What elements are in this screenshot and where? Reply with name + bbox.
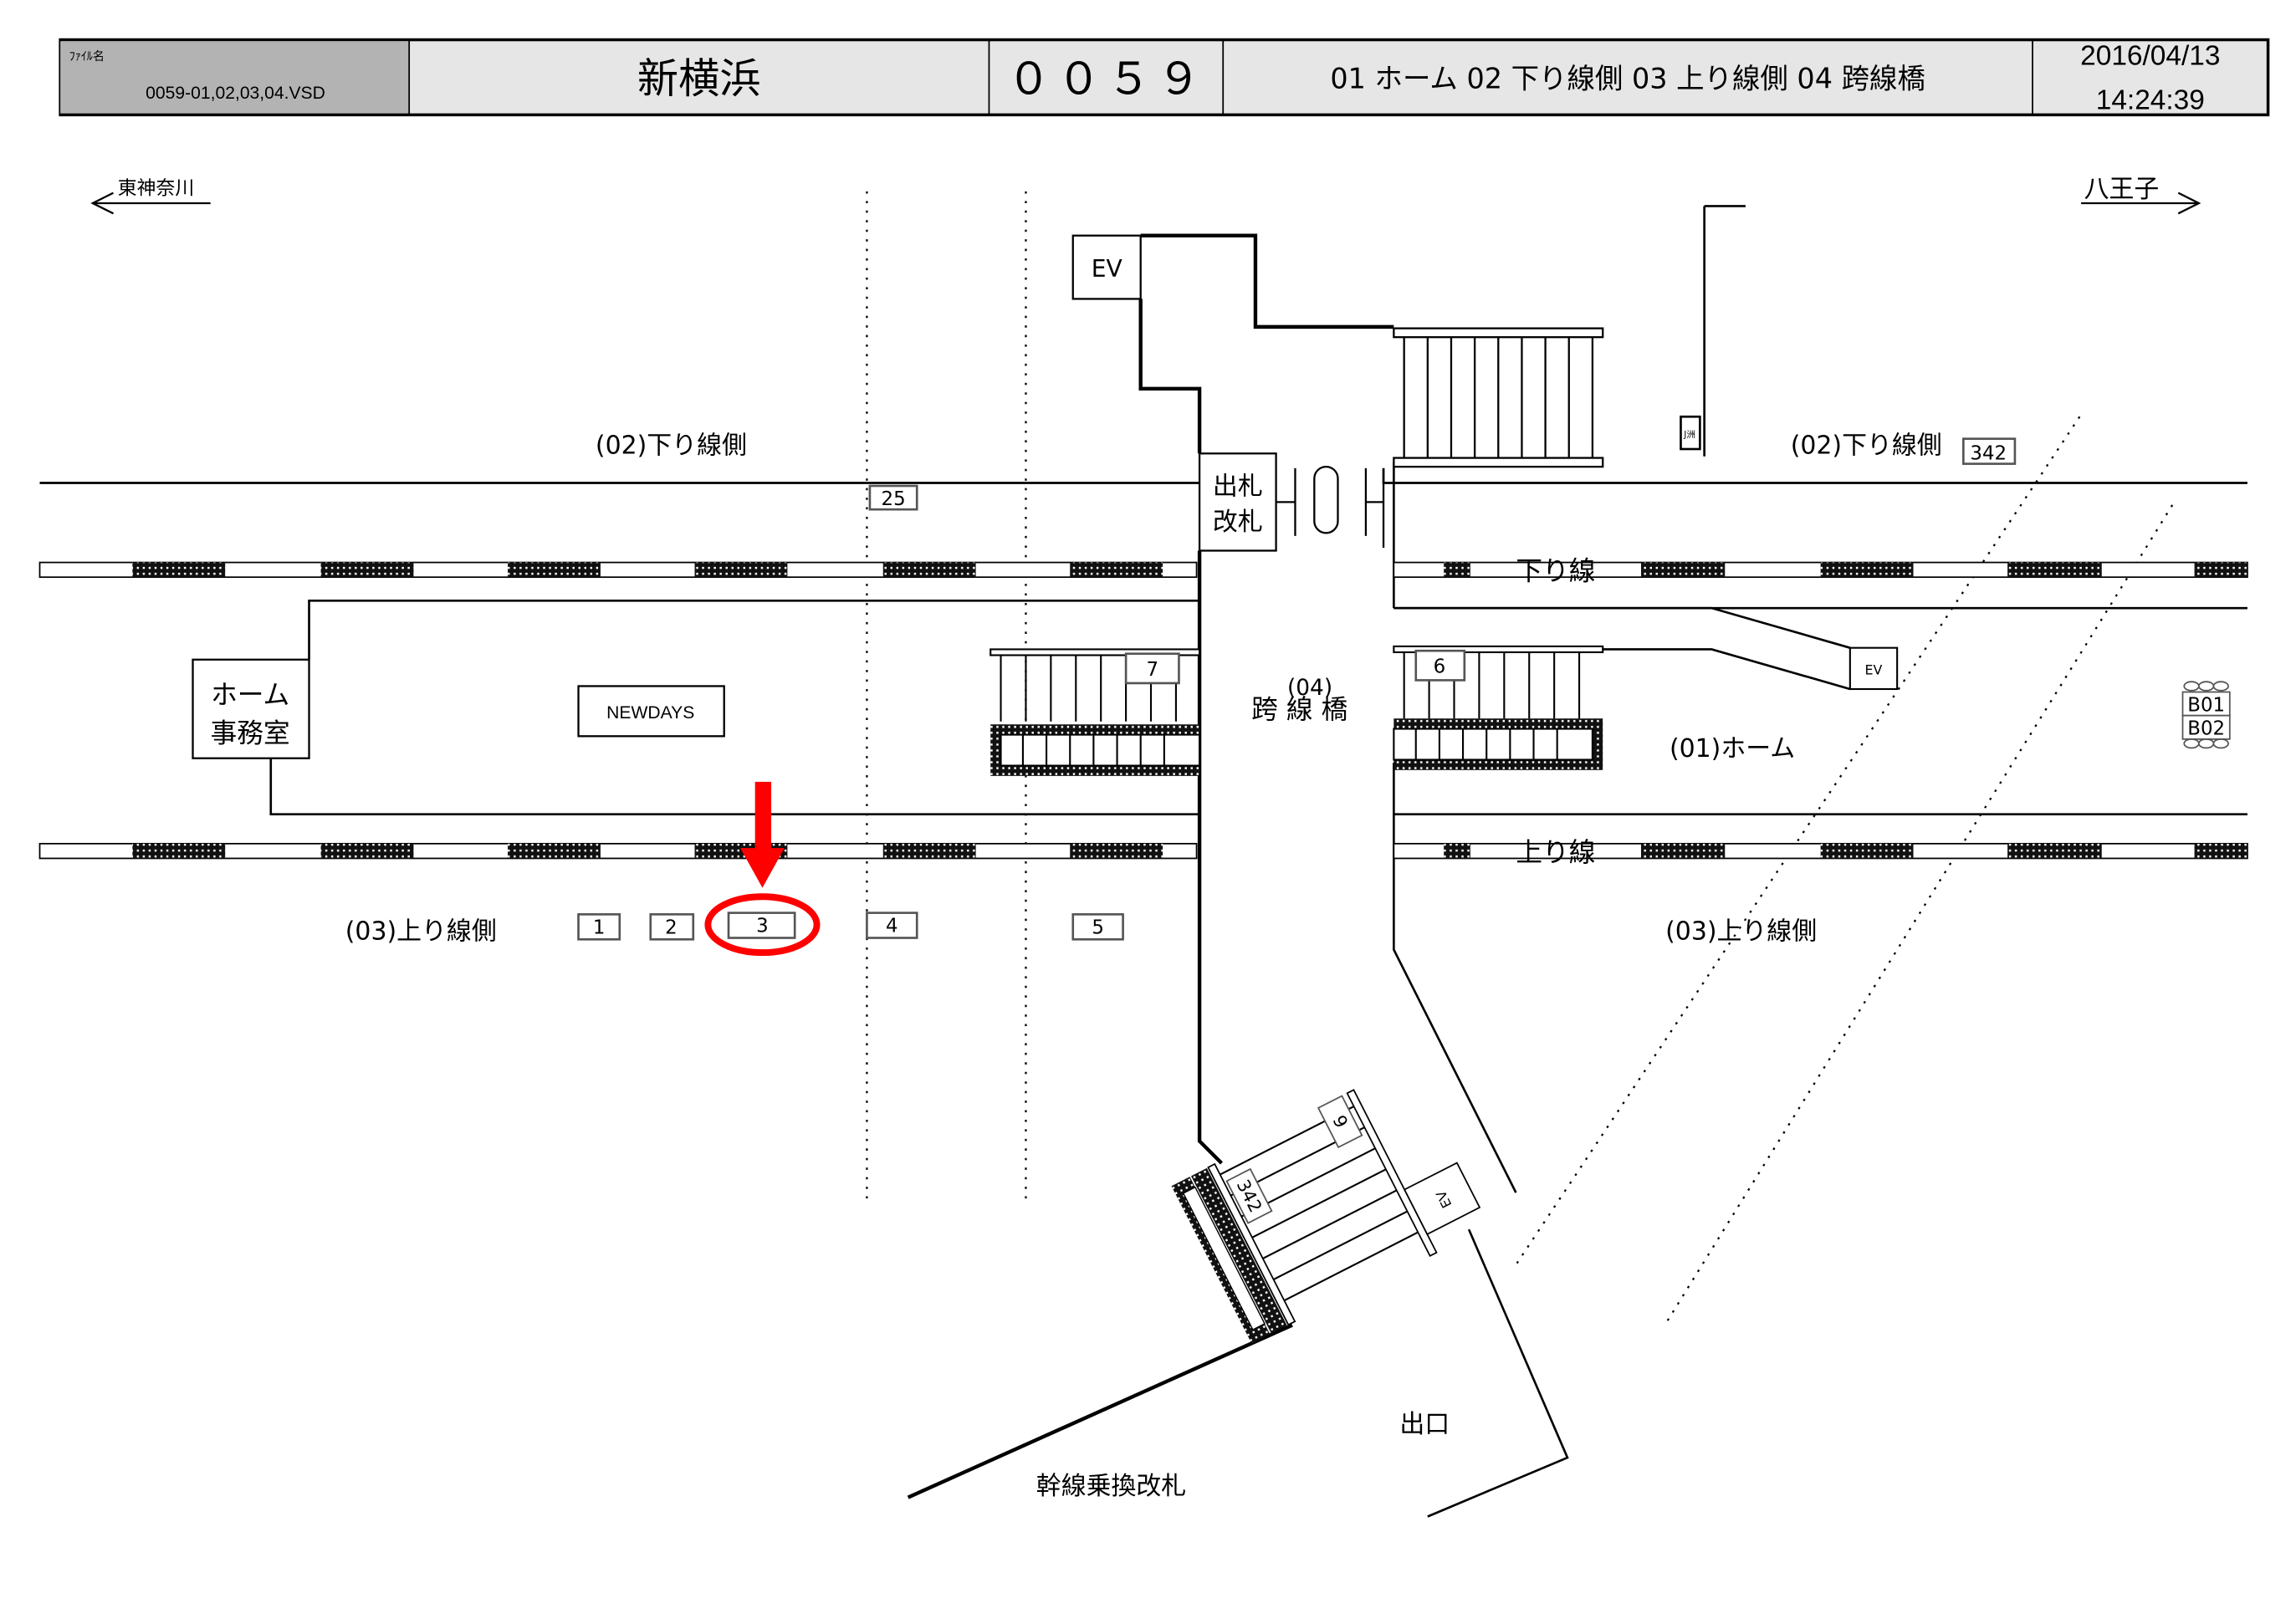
section-list: 01 ホーム 02 下り線側 03 上り線側 04 跨線橋	[1330, 63, 1925, 95]
ticket-office-line1: 出札	[1213, 472, 1263, 502]
ticket-gate-icon	[1276, 465, 1385, 548]
station-code: ００５９	[1007, 54, 1207, 105]
up-side-left-label: (03)上り線側	[345, 917, 497, 946]
file-name: 0059-01,02,03,04.VSD	[146, 84, 325, 103]
marker-1[interactable]: 1	[593, 917, 606, 938]
direction-left-label: 東神奈川	[118, 177, 194, 199]
down-side-left-label: (02)下り線側	[596, 431, 747, 460]
marker-4[interactable]: 4	[886, 915, 898, 937]
up-track-rail	[38, 842, 2248, 860]
marker-7[interactable]: 7	[1146, 659, 1158, 681]
station-name: 新横浜	[637, 54, 761, 103]
j-sign	[1680, 415, 1701, 451]
file-label: ﾌｧｲﾙ名	[69, 50, 105, 64]
up-side-right-label: (03)上り線側	[1665, 917, 1817, 946]
title-block: ﾌｧｲﾙ名 0059-01,02,03,04.VSD 新横浜 ００５９ 01 ホ…	[59, 38, 2270, 117]
ticket-office-line2: 改札	[1213, 508, 1263, 537]
b-markers: B01 B02	[2181, 681, 2231, 749]
b01-label: B01	[2187, 694, 2225, 716]
elevator-right-label: EV	[1865, 661, 1883, 677]
platform-outline	[39, 205, 2247, 1518]
home-office	[192, 658, 310, 759]
down-track-rail	[38, 561, 2248, 579]
marker-2[interactable]: 2	[665, 917, 678, 938]
marker-boxes	[577, 437, 2017, 941]
dotted-guides	[866, 191, 2174, 1321]
direction-right-arrow-icon	[2081, 192, 2201, 215]
stairs-7	[989, 648, 1201, 776]
down-side-right-label: (02)下り線側	[1791, 431, 1942, 460]
highlight-circle	[704, 893, 821, 957]
b02-label: B02	[2187, 718, 2225, 740]
ticket-office	[1198, 452, 1277, 552]
home-office-line2: 事務室	[211, 718, 290, 748]
highlight-arrow-icon	[740, 781, 785, 888]
time: 14:24:39	[2096, 84, 2205, 115]
stairs-diagonal: EV 342 9	[1171, 1089, 1481, 1344]
direction-right-label: 八王子	[2084, 175, 2160, 204]
exit-label: 出口	[1399, 1410, 1450, 1439]
marker-6[interactable]: 6	[1434, 656, 1446, 678]
bridge-number: (04)	[1287, 675, 1332, 701]
direction-left-arrow-icon	[90, 192, 211, 215]
marker-25[interactable]: 25	[882, 488, 906, 510]
marker-342[interactable]: 342	[1970, 442, 2007, 464]
bridge-label: 跨 線 橋	[1251, 695, 1347, 725]
stairs-upper	[1393, 327, 1604, 468]
up-track-label: 上り線	[1516, 838, 1595, 868]
home-office-line1: ホーム	[211, 681, 289, 711]
marker-3[interactable]: 3	[756, 915, 769, 937]
newdays-label: NEWDAYS	[606, 703, 694, 723]
transfer-gate-label: 幹線乗換改札	[1036, 1472, 1186, 1501]
down-track-label: 下り線	[1516, 557, 1595, 587]
stairs-6	[1393, 645, 1604, 770]
j-sign-label: J洲	[1683, 430, 1695, 440]
elevator-upper	[1071, 234, 1142, 300]
elevator-right	[1849, 646, 1899, 691]
home-label: (01)ホーム	[1670, 734, 1795, 763]
newdays-shop	[577, 685, 725, 738]
concourse-wall	[907, 233, 1394, 1499]
date: 2016/04/13	[2080, 40, 2220, 71]
elevator-upper-label: EV	[1092, 255, 1123, 283]
marker-5[interactable]: 5	[1092, 917, 1104, 938]
